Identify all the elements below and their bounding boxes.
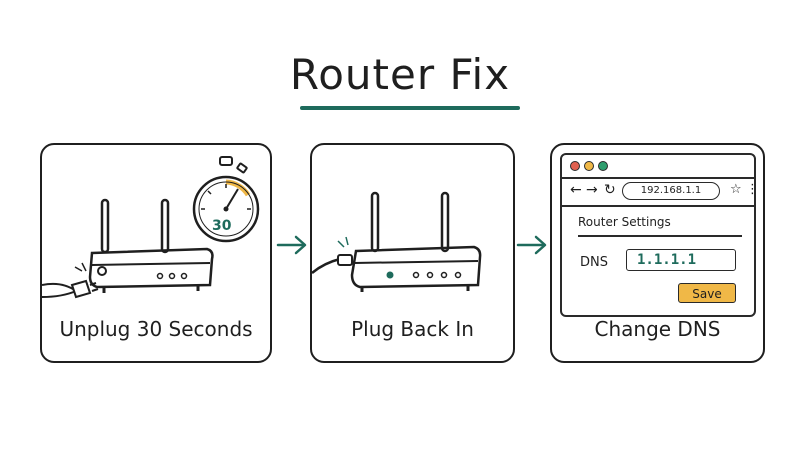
- dns-label: DNS: [580, 255, 608, 270]
- step-caption: Unplug 30 Seconds: [59, 317, 253, 341]
- browser-window: ← → ↻ 192.168.1.1 ☆ ⋮ Router Settings DN…: [560, 153, 759, 317]
- plugged-cable-icon: [312, 236, 353, 274]
- heading-divider: [578, 235, 742, 237]
- maximize-dot[interactable]: [598, 161, 608, 171]
- page-title: Router Fix: [289, 50, 511, 99]
- step-unplug-panel: 30 Unplug 30 Seconds: [40, 143, 272, 363]
- router-icon: [350, 191, 482, 292]
- step-caption: Change DNS: [594, 317, 721, 341]
- router-icon: [88, 198, 214, 293]
- bookmark-star-icon[interactable]: ☆: [730, 182, 742, 197]
- menu-kebab-icon[interactable]: ⋮: [746, 182, 759, 197]
- save-button[interactable]: Save: [678, 283, 736, 303]
- stopwatch-icon: [192, 156, 260, 243]
- arrow-right-icon: [276, 235, 307, 255]
- router-settings-heading: Router Settings: [578, 215, 671, 229]
- step-change-dns-panel: ← → ↻ 192.168.1.1 ☆ ⋮ Router Settings DN…: [550, 143, 765, 363]
- arrow-right-icon: [516, 235, 547, 255]
- browser-navbar: ← → ↻ 192.168.1.1 ☆ ⋮: [562, 177, 759, 207]
- unplugged-cable-icon: [42, 262, 99, 299]
- close-dot[interactable]: [570, 161, 580, 171]
- title-underline: [300, 106, 520, 110]
- step-caption: Plug Back In: [351, 317, 474, 341]
- minimize-dot[interactable]: [584, 161, 594, 171]
- dns-input[interactable]: 1.1.1.1: [626, 249, 736, 271]
- reload-icon[interactable]: ↻: [604, 182, 616, 198]
- url-bar[interactable]: 192.168.1.1: [622, 182, 720, 200]
- forward-arrow-icon[interactable]: →: [586, 182, 598, 198]
- browser-titlebar: [562, 155, 754, 179]
- step-plug-back-panel: Plug Back In: [310, 143, 515, 363]
- timer-value: 30: [212, 218, 232, 234]
- back-arrow-icon[interactable]: ←: [570, 182, 582, 198]
